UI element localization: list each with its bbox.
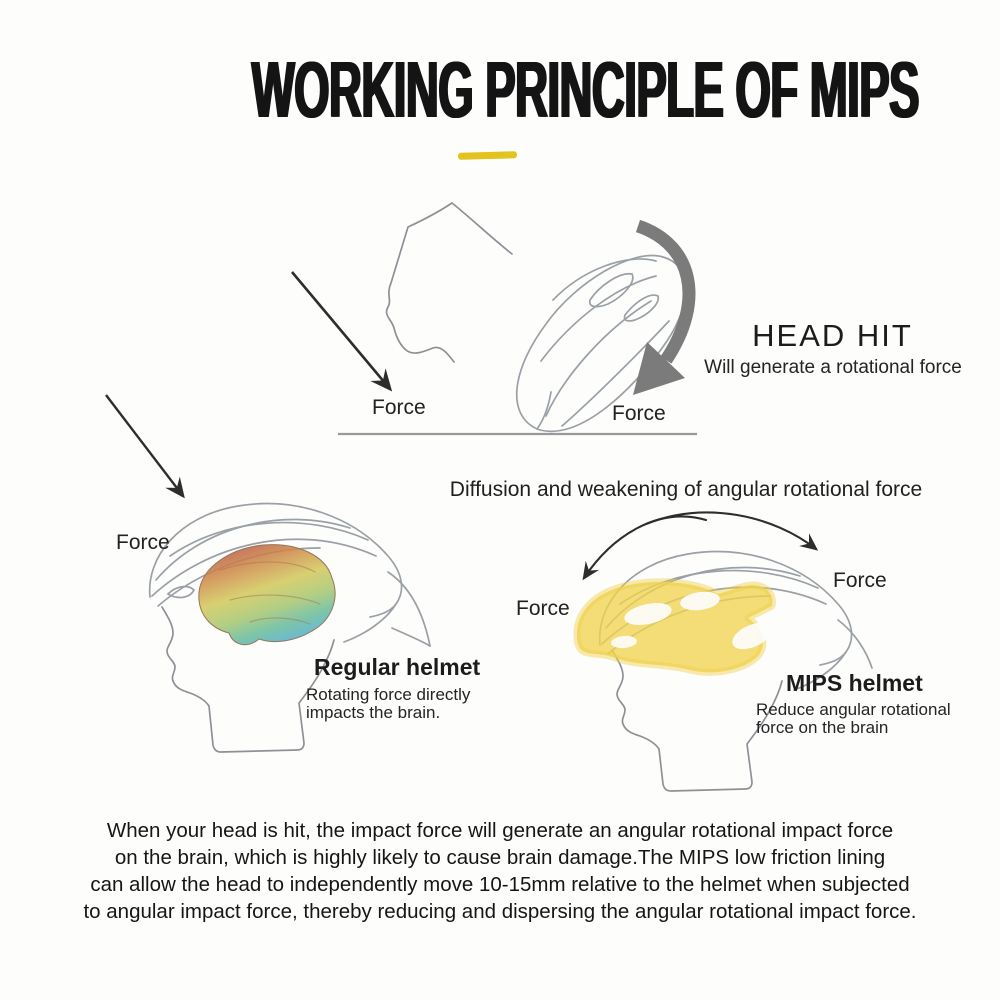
- mips-helmet-description-line1: Reduce angular rotational: [756, 700, 951, 719]
- explanation-line-1: When your head is hit, the impact force …: [106, 819, 894, 842]
- explanation-paragraph: When your head is hit, the impact force …: [20, 817, 980, 925]
- diffusion-caption: Diffusion and weakening of angular rotat…: [449, 478, 923, 501]
- mips-force-arrow-left-icon: [582, 515, 708, 581]
- brain-heatmap: [198, 544, 336, 646]
- regular-helmet-description-line2: impacts the brain.: [306, 703, 441, 722]
- regular-helmet-description-line1: Rotating force directly: [306, 685, 471, 704]
- regular-helmet-illustration: [148, 502, 431, 753]
- regular-helmet-force-arrow-icon: [105, 394, 185, 499]
- top-force-right-label: Force: [612, 402, 666, 425]
- impact-force-arrow-icon: [291, 271, 393, 392]
- explanation-line-4: to angular impact force, thereby reducin…: [83, 900, 917, 923]
- regular-helmet-name: Regular helmet: [314, 654, 481, 680]
- mips-liner-highlight: [573, 578, 776, 676]
- mips-force-arrow-right-icon: [644, 511, 819, 551]
- rotational-force-arrow-icon: [633, 219, 696, 395]
- mips-helmet-description-line2: force on the brain: [756, 718, 889, 737]
- mips-helmet-name: MIPS helmet: [786, 670, 923, 696]
- falling-head-illustration: [385, 202, 687, 432]
- head-hit-subheading: Will generate a rotational force: [704, 357, 962, 378]
- page-title: WORKING PRINCIPLE OF MIPS: [251, 45, 920, 134]
- top-force-left-label: Force: [372, 396, 426, 419]
- mips-helmet-description: Reduce angular rotational force on the b…: [756, 701, 951, 737]
- head-hit-heading: HEAD HIT: [752, 318, 913, 353]
- mips-helmet-illustration: [573, 511, 873, 792]
- regular-helmet-description: Rotating force directly impacts the brai…: [306, 686, 470, 722]
- mips-force-right-label: Force: [833, 569, 887, 592]
- mips-force-left-label: Force: [516, 597, 570, 620]
- explanation-line-2: on the brain, which is highly likely to …: [114, 846, 886, 869]
- regular-force-label: Force: [116, 531, 170, 554]
- explanation-line-3: can allow the head to independently move…: [90, 873, 910, 896]
